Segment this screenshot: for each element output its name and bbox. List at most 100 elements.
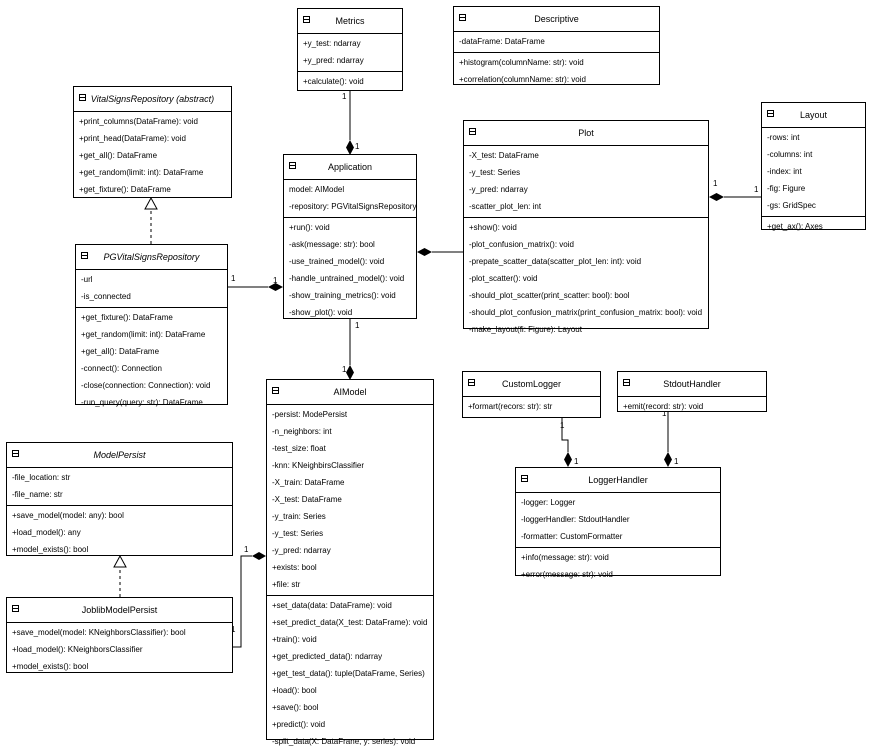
method-histogram-columnname-str-void: +histogram(columnName: str): void [459,58,584,67]
method-get-test-data-tuple-dataframe-series: +get_test_data(): tuple(DataFrame, Serie… [272,669,425,678]
attribute-y-test-ndarray: +y_test: ndarray [303,39,361,48]
composition-diamond [417,248,432,256]
methods-section: +emit(record: str): void [618,397,766,417]
method-info-message-str-void: +info(message: str): void [521,553,609,562]
class-name: Metrics [335,16,365,26]
class-metrics[interactable]: Metrics+y_test: ndarray+y_pred: ndarray+… [297,8,403,91]
attribute-index-int: -index: int [767,167,802,176]
class-layout[interactable]: Layout-rows: int-columns: int-index: int… [761,102,866,231]
multiplicity-label: 1 [342,365,347,374]
attribute-fig-figure: -fig: Figure [767,184,806,193]
attributes-section: -dataFrame: DataFrame [454,32,659,53]
method-error-message-str-void: +error(message: str): void [521,570,613,579]
class-name: VitalSignsRepository (abstract) [90,94,215,104]
class-pgvitalsigns-repository[interactable]: PGVitalSignsRepository -url-is_connected +… [75,244,228,407]
class-header: AIModel [267,380,433,405]
attributes-section: -url-is_connected [76,270,227,308]
methods-section: +get_fixture(): DataFrame+get_random(lim… [76,308,227,413]
class-header: LoggerHandler [516,468,720,493]
method-get-fixture-dataframe: +get_fixture(): DataFrame [79,185,171,194]
class-aimodel[interactable]: AIModel-persist: ModePersist-n_neighbors… [266,379,434,746]
method-run-query-query-str-dataframe: -run_query(query: str): DataFrame [81,398,203,407]
attribute-n-neighbors-int: -n_neighbors: int [272,427,332,436]
class-plot[interactable]: Plot-X_test: DataFrame-y_test: Series-y_… [463,120,709,334]
attribute-y-test-series: -y_test: Series [469,168,521,177]
class-customlogger[interactable]: CustomLogger+formart(recors: str): str [462,371,601,418]
class-vitalsigns-repository[interactable]: VitalSignsRepository (abstract)+print_co… [73,86,232,198]
method-model-exists-bool: +model_exists(): bool [12,545,89,554]
class-collapse-icon[interactable] [81,252,88,259]
class-name: Descriptive [534,14,579,24]
class-name: JoblibModelPersist [81,605,158,615]
attribute-dataframe-dataframe: -dataFrame: DataFrame [459,37,545,46]
method-split-data-x-datafrane-y-series-void: -split_data(X: DataFrane, y: series): vo… [272,737,416,746]
attribute-columns-int: -columns: int [767,150,813,159]
attributes-section: model: AIModel-repository: PGVitalSignsR… [284,180,416,218]
attribute-knn-kneighbirsclassifier: -knn: KNeighbirsClassifier [272,461,365,470]
method-set-data-data-dataframe-void: +set_data(data: DataFrame): void [272,601,392,610]
class-collapse-icon[interactable] [272,387,279,394]
attribute-y-pred-ndarray: -y_pred: ndarray [272,546,331,555]
multiplicity-label: 1 [273,276,278,285]
attribute-y-pred-ndarray: +y_pred: ndarray [303,56,364,65]
multiplicity-label: 1 [674,457,679,466]
attribute-loggerhandler-stdouthandler: -loggerHandler: StdoutHandler [521,515,630,524]
attribute-exists-bool: +exists: bool [272,563,317,572]
attribute-y-train-series: -y_train: Series [272,512,326,521]
method-show-void: +show(): void [469,223,517,232]
inheritance-arrowhead [113,554,127,568]
composition-diamond [564,452,572,467]
multiplicity-label: 1 [244,545,249,554]
class-header: ModelPersist [7,443,232,468]
multiplicity-label: 1 [231,274,236,283]
method-get-random-limit-int-dataframe: +get_random(limit: int): DataFrame [79,168,204,177]
methods-section: +get_ax(): Axes [762,217,865,237]
attribute-rows-int: -rows: int [767,133,800,142]
attribute-file-str: +file: str [272,580,301,589]
class-joblib-modelpersist[interactable]: JoblibModelPersist+save_model(model: KNe… [6,597,233,673]
method-close-connection-connection-void: -close(connection: Connection): void [81,381,211,390]
class-collapse-icon[interactable] [767,110,774,117]
methods-section: +formart(recors: str): str [463,397,600,417]
attribute-y-test-series: -y_test: Series [272,529,324,538]
class-collapse-icon[interactable] [12,605,19,612]
method-get-all-dataframe: +get_all(): DataFrame [81,347,160,356]
class-loggerhandler[interactable]: LoggerHandler-logger: Logger-loggerHandl… [515,467,721,579]
attribute-x-train-dataframe: -X_train: DataFrame [272,478,345,487]
class-modelpersist[interactable]: ModelPersist-file_location: str-file_nam… [6,442,233,556]
class-header: StdoutHandler [618,372,766,397]
method-load-model-any: +load_model(): any [12,528,81,537]
class-collapse-icon[interactable] [459,14,466,21]
class-collapse-icon[interactable] [12,450,19,457]
multiplicity-label: 1 [713,179,718,188]
class-collapse-icon[interactable] [289,162,296,169]
attributes-section: -logger: Logger-loggerHandler: StdoutHan… [516,493,720,548]
class-collapse-icon[interactable] [79,94,86,101]
class-name: StdoutHandler [663,379,721,389]
method-get-random-limit-int-dataframe: +get_random(limit: int): DataFrame [81,330,206,339]
class-descriptive[interactable]: Descriptive -dataFrame: DataFrame +histogr… [453,6,660,85]
multiplicity-label: 1 [574,457,579,466]
method-set-predict-data-x-test-dataframe-void: +set_predict_data(X_test: DataFrame): vo… [272,618,428,627]
methods-section: +save_model(model: any): bool+load_model… [7,506,232,560]
multiplicity-label: 1 [754,185,759,194]
method-should-plot-scatter-print-scatter-bool-b: -should_plot_scatter(print_scatter: bool… [469,291,630,300]
attribute-test-size-float: -test_size: float [272,444,326,453]
class-collapse-icon[interactable] [303,16,310,23]
class-name: AIModel [333,387,367,397]
class-header: Metrics [298,9,402,34]
method-print-head-dataframe-void: +print_head(DataFrame): void [79,134,186,143]
class-collapse-icon[interactable] [469,128,476,135]
class-stdouthandler[interactable]: StdoutHandler+emit(record: str): void [617,371,767,412]
composition-diamond [709,193,724,201]
attribute-x-test-dataframe: -X_test: DataFrame [469,151,539,160]
attribute-x-test-dataframe: -X_test: DataFrame [272,495,342,504]
class-collapse-icon[interactable] [521,475,528,482]
class-collapse-icon[interactable] [468,379,475,386]
multiplicity-label: 1 [355,142,360,151]
class-header: PGVitalSignsRepository [76,245,227,270]
class-collapse-icon[interactable] [623,379,630,386]
class-name: PGVitalSignsRepository [103,252,200,262]
method-formart-recors-str-str: +formart(recors: str): str [468,402,553,411]
